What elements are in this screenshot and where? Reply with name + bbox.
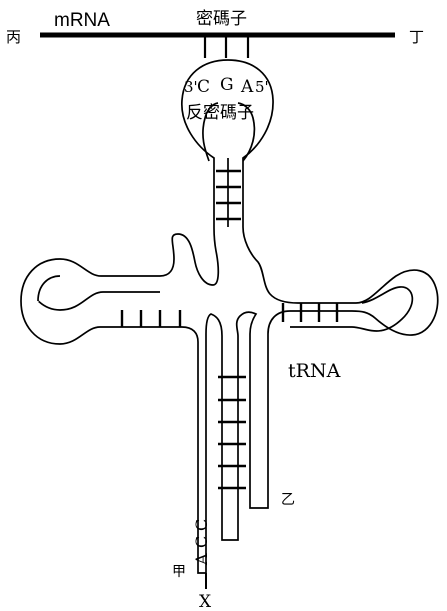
trna-strand [21, 60, 438, 573]
anticodon-5prime-label: 5' [255, 78, 269, 96]
attached-molecule-label: X [199, 592, 212, 611]
acceptor-base-3: C [192, 519, 211, 531]
anticodon-base-3: A [240, 77, 254, 97]
mrna-label: mRNA [54, 10, 110, 31]
anticodon-base-1: C [197, 77, 210, 97]
codon-label: 密碼子 [196, 9, 247, 29]
codon-pairing-ticks [205, 37, 248, 58]
acceptor-base-2: C [192, 536, 211, 548]
anticodon-label: 反密碼子 [186, 103, 254, 123]
anticodon-base-2: G [220, 75, 234, 95]
trna-label: tRNA [288, 360, 341, 382]
mrna-right-end-label: 丁 [409, 28, 424, 46]
trna-3prime-end-label: 甲 [172, 564, 186, 580]
acceptor-base-1: A [192, 553, 211, 566]
trna-5prime-end-label: 乙 [281, 492, 295, 508]
mrna-left-end-label: 丙 [6, 28, 21, 46]
anticodon-3prime-label: 3' [184, 78, 198, 96]
